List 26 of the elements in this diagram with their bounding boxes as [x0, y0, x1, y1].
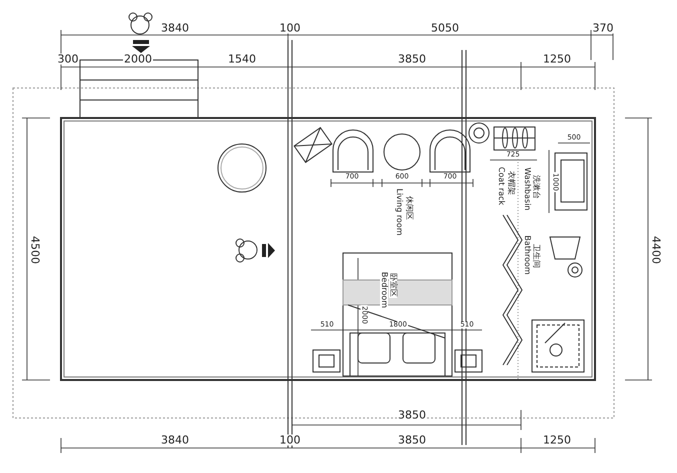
- dimension-label: 1250: [542, 54, 572, 64]
- dimension-label: 1250: [542, 434, 572, 446]
- dimension-label: 1540: [227, 54, 257, 64]
- dimension-label: 5050: [430, 22, 460, 34]
- room-label: Bathroom: [523, 234, 531, 276]
- dimension-label: 370: [592, 22, 614, 34]
- dimension-label: 100: [278, 434, 302, 446]
- room-label: Coat rack: [497, 166, 505, 206]
- room-label: 卧室区: [389, 272, 397, 298]
- dimension-label: 300: [56, 54, 80, 64]
- dimension-label: 4400: [650, 235, 662, 265]
- room-label: 洗漱台: [532, 174, 540, 200]
- room-label: 休闲区: [405, 195, 413, 221]
- room-label: 衣帽架: [507, 170, 515, 196]
- dimension-label: 2000: [123, 54, 153, 64]
- dimension-label: 4500: [30, 235, 40, 265]
- room-label: 卫生间: [532, 243, 540, 269]
- room-label: Washbasin: [523, 166, 531, 212]
- dimension-label: 3840: [160, 22, 190, 34]
- room-label: Bedroom: [380, 270, 388, 310]
- dimension-label: 3840: [160, 434, 190, 446]
- dimension-label: 3850: [397, 434, 427, 446]
- dimension-label: 100: [278, 22, 302, 34]
- dimension-label: 3850: [397, 410, 427, 420]
- room-label: Living room: [395, 187, 403, 237]
- dimension-label: 3850: [397, 54, 427, 64]
